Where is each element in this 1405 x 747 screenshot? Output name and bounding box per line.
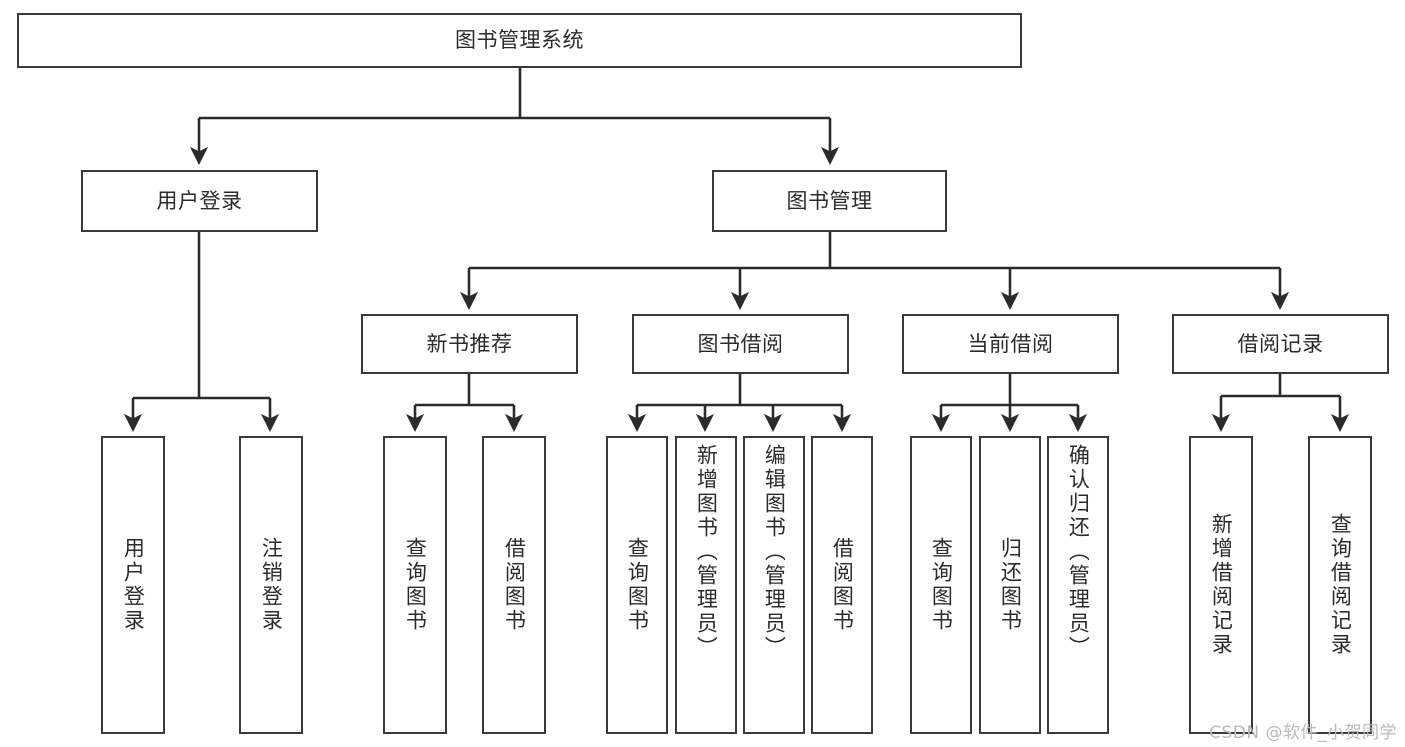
node-book-borrow[interactable]: 图书借阅	[632, 314, 849, 374]
node-leaf-query-record[interactable]: 查询借阅记录	[1308, 436, 1372, 734]
node-book-manage[interactable]: 图书管理	[712, 170, 947, 232]
node-current-borrow[interactable]: 当前借阅	[902, 314, 1119, 374]
node-leaf-add-book[interactable]: 新增图书（管理员）	[675, 436, 737, 734]
node-current-borrow-label: 当前借阅	[967, 331, 1054, 356]
node-root-label: 图书管理系统	[455, 28, 584, 53]
node-leaf-query-book-1[interactable]: 查询图书	[383, 436, 447, 734]
node-leaf-logout-label: 注销登录	[259, 537, 284, 633]
node-new-book-rec-label: 新书推荐	[426, 331, 513, 356]
node-leaf-confirm-return[interactable]: 确认归还（管理员）	[1047, 436, 1109, 734]
node-leaf-query-book-2-label: 查询图书	[625, 537, 650, 633]
node-leaf-query-record-label: 查询借阅记录	[1328, 513, 1353, 657]
node-user-login-label: 用户登录	[156, 188, 243, 213]
node-leaf-borrow-book-1-label: 借阅图书	[502, 537, 527, 633]
node-leaf-edit-book-label: 编辑图书（管理员）	[762, 444, 787, 660]
node-new-book-rec[interactable]: 新书推荐	[361, 314, 578, 374]
node-book-manage-label: 图书管理	[786, 188, 873, 213]
node-borrow-record-label: 借阅记录	[1237, 331, 1324, 356]
node-leaf-query-book-3-label: 查询图书	[929, 537, 954, 633]
node-leaf-borrow-book-2-label: 借阅图书	[830, 537, 855, 633]
node-leaf-logout[interactable]: 注销登录	[239, 436, 303, 734]
node-leaf-query-book-1-label: 查询图书	[403, 537, 428, 633]
node-leaf-user-login-label: 用户登录	[121, 537, 146, 633]
node-leaf-return-book[interactable]: 归还图书	[979, 436, 1041, 734]
node-leaf-add-record[interactable]: 新增借阅记录	[1189, 436, 1253, 734]
node-user-login[interactable]: 用户登录	[81, 170, 318, 232]
node-root[interactable]: 图书管理系统	[17, 13, 1022, 68]
node-leaf-borrow-book-1[interactable]: 借阅图书	[482, 436, 546, 734]
node-leaf-add-record-label: 新增借阅记录	[1209, 513, 1234, 657]
node-leaf-query-book-3[interactable]: 查询图书	[910, 436, 972, 734]
node-leaf-confirm-return-label: 确认归还（管理员）	[1066, 444, 1091, 660]
node-leaf-add-book-label: 新增图书（管理员）	[694, 444, 719, 660]
node-borrow-record[interactable]: 借阅记录	[1172, 314, 1389, 374]
node-leaf-query-book-2[interactable]: 查询图书	[606, 436, 668, 734]
node-leaf-edit-book[interactable]: 编辑图书（管理员）	[743, 436, 805, 734]
node-book-borrow-label: 图书借阅	[697, 331, 784, 356]
node-leaf-user-login[interactable]: 用户登录	[101, 436, 165, 734]
node-leaf-return-book-label: 归还图书	[998, 537, 1023, 633]
node-leaf-borrow-book-2[interactable]: 借阅图书	[811, 436, 873, 734]
